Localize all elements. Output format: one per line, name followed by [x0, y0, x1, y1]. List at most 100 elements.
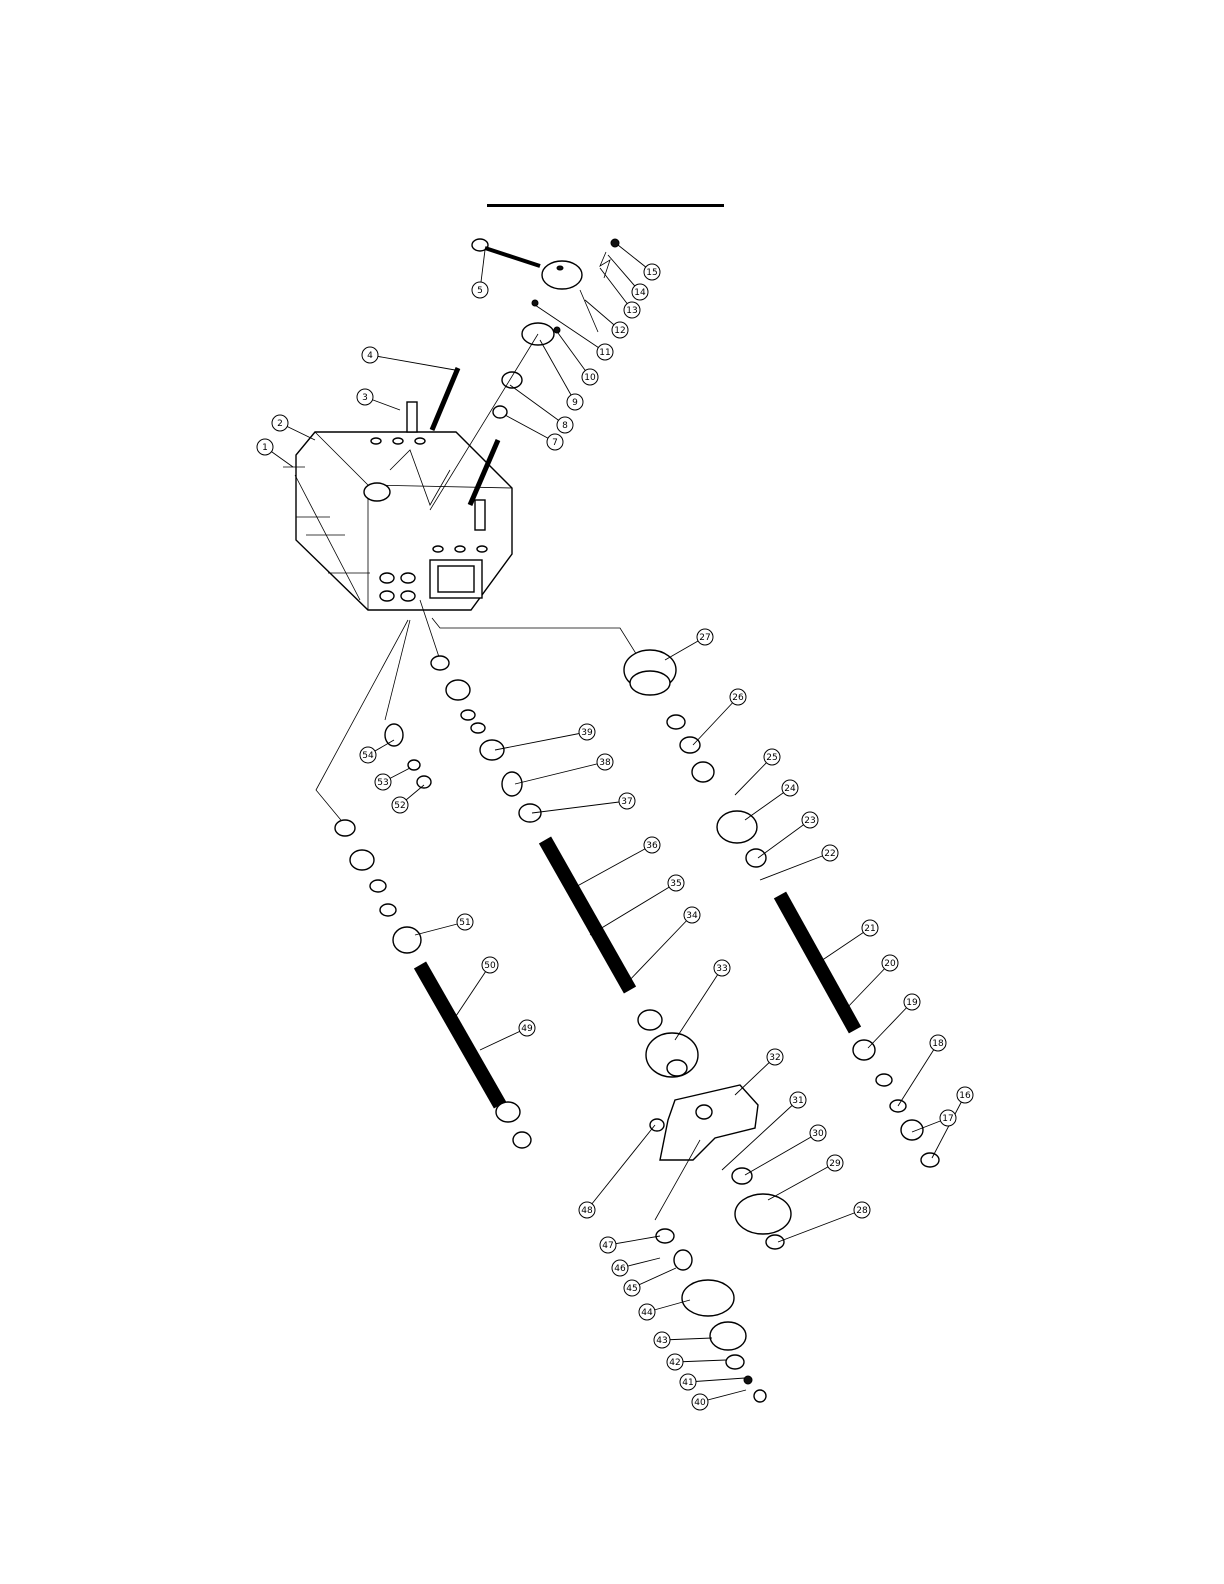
callout-number: 28 — [856, 1206, 868, 1216]
callout-number: 40 — [694, 1398, 706, 1408]
callout-14: 14 — [608, 255, 648, 300]
callout-number: 16 — [959, 1091, 971, 1101]
callout-2: 2 — [272, 415, 315, 440]
callout-51: 51 — [415, 914, 473, 935]
callout-number: 18 — [932, 1039, 944, 1049]
callout-7: 7 — [505, 415, 563, 450]
callout-4: 4 — [362, 347, 455, 370]
callout-number: 2 — [277, 419, 283, 429]
callout-42: 42 — [667, 1354, 726, 1370]
callout-number: 12 — [614, 326, 625, 336]
callout-number: 17 — [942, 1114, 953, 1124]
callout-41: 41 — [680, 1374, 745, 1390]
callout-32: 32 — [735, 1049, 783, 1095]
callout-leader-line — [515, 762, 605, 784]
callout-number: 14 — [634, 288, 646, 298]
callout-number: 43 — [656, 1336, 667, 1346]
callout-number: 10 — [584, 373, 596, 383]
callout-10: 10 — [558, 333, 598, 385]
callout-number: 9 — [572, 398, 578, 408]
callout-25: 25 — [735, 749, 780, 795]
callout-28: 28 — [778, 1202, 870, 1242]
callout-30: 30 — [745, 1125, 826, 1175]
callout-number: 4 — [367, 351, 373, 361]
callout-19: 19 — [868, 994, 920, 1048]
callout-leader-line — [768, 1163, 835, 1200]
callout-23: 23 — [758, 812, 818, 858]
callout-number: 1 — [262, 443, 268, 453]
callout-leader-line — [495, 732, 587, 750]
callout-number: 36 — [646, 841, 658, 851]
callout-number: 33 — [716, 964, 727, 974]
callout-number: 30 — [812, 1129, 824, 1139]
callout-48: 48 — [579, 1125, 655, 1218]
callout-52: 52 — [392, 785, 424, 813]
callout-number: 34 — [686, 911, 698, 921]
callout-8: 8 — [510, 385, 573, 433]
callout-number: 46 — [614, 1264, 626, 1274]
callout-leader-line — [625, 915, 692, 985]
callout-22: 22 — [760, 845, 838, 880]
callout-leader-line — [587, 1125, 655, 1210]
callout-number: 48 — [581, 1206, 593, 1216]
callout-9: 9 — [540, 340, 583, 410]
callout-number: 54 — [362, 751, 374, 761]
callout-number: 23 — [804, 816, 815, 826]
callout-leader-line — [932, 1095, 965, 1158]
callout-number: 45 — [626, 1284, 637, 1294]
callout-24: 24 — [745, 780, 798, 820]
callout-number: 35 — [670, 879, 681, 889]
callout-18: 18 — [898, 1035, 946, 1106]
callout-leader-line — [505, 415, 555, 442]
callout-54: 54 — [360, 740, 394, 763]
callout-leader-line — [693, 697, 738, 745]
callout-leader-line — [815, 928, 870, 965]
callout-3: 3 — [357, 389, 400, 410]
callout-27: 27 — [665, 629, 713, 660]
callout-number: 11 — [599, 348, 610, 358]
callout-21: 21 — [815, 920, 878, 965]
callout-26: 26 — [693, 689, 746, 745]
callout-leader-line — [532, 801, 627, 813]
callout-number: 53 — [377, 778, 388, 788]
callout-number: 5 — [477, 286, 483, 296]
callout-number: 50 — [484, 961, 496, 971]
callout-number: 42 — [669, 1358, 680, 1368]
callout-20: 20 — [845, 955, 898, 1010]
callout-number: 41 — [682, 1378, 693, 1388]
callout-number: 22 — [824, 849, 835, 859]
callout-45: 45 — [624, 1268, 676, 1296]
callout-49: 49 — [480, 1020, 535, 1050]
callout-leader-line — [590, 883, 676, 935]
left-shaft-group — [316, 620, 531, 1148]
callout-number: 7 — [552, 438, 558, 448]
callout-40: 40 — [692, 1390, 746, 1410]
callout-leader-line — [370, 355, 455, 370]
callout-number: 8 — [562, 421, 568, 431]
callout-number: 44 — [641, 1308, 653, 1318]
callout-number: 39 — [581, 728, 593, 738]
callout-number: 26 — [732, 693, 744, 703]
callout-number: 15 — [646, 268, 657, 278]
callout-number: 49 — [521, 1024, 533, 1034]
callout-leader-line — [898, 1043, 938, 1106]
callout-38: 38 — [515, 754, 613, 784]
callout-number: 20 — [884, 959, 896, 969]
callout-number: 24 — [784, 784, 796, 794]
callout-leader-line — [570, 845, 652, 890]
callout-37: 37 — [532, 793, 635, 813]
callout-leader-line — [450, 965, 490, 1025]
callout-leader-line — [510, 385, 565, 425]
callout-number: 25 — [766, 753, 777, 763]
callout-number: 32 — [769, 1053, 780, 1063]
callout-number: 47 — [602, 1241, 613, 1251]
callout-number: 29 — [829, 1159, 841, 1169]
callout-33: 33 — [675, 960, 730, 1040]
callout-leader-line — [675, 968, 722, 1040]
callout-number: 38 — [599, 758, 611, 768]
callout-number: 19 — [906, 998, 918, 1008]
callout-47: 47 — [600, 1236, 660, 1253]
callout-43: 43 — [654, 1332, 712, 1348]
callout-number: 13 — [626, 306, 637, 316]
